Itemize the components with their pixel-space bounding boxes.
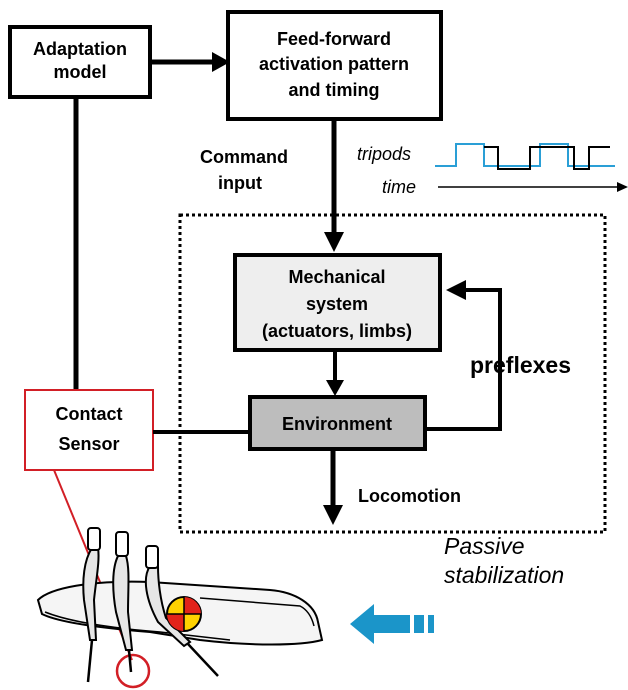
center-of-mass-icon bbox=[166, 596, 202, 632]
mechanical-label-3: (actuators, limbs) bbox=[262, 321, 412, 341]
robot-leg-2 bbox=[112, 531, 134, 673]
adaptation-label-2: model bbox=[53, 62, 106, 82]
preflexes-loop bbox=[425, 288, 502, 431]
contact-sensor-block: Contact Sensor bbox=[24, 389, 154, 471]
passive-label-2: stabilization bbox=[444, 562, 564, 588]
preflexes-label: preflexes bbox=[470, 352, 571, 378]
command-label-1: Command bbox=[200, 147, 288, 167]
passive-stabilization-frame bbox=[178, 213, 607, 534]
contact-label-1: Contact bbox=[56, 404, 123, 424]
robot-leg-1 bbox=[82, 527, 101, 683]
robot-leg-3 bbox=[144, 545, 219, 677]
passive-label-1: Passive bbox=[444, 533, 525, 559]
robot-illustration bbox=[36, 527, 324, 683]
feedforward-label-2: activation pattern bbox=[259, 54, 409, 74]
adaptation-model-block: Adaptation model bbox=[8, 25, 152, 99]
tripods-label: tripods bbox=[357, 144, 411, 164]
environment-label: Environment bbox=[282, 414, 392, 434]
tripod-wave-b bbox=[484, 146, 610, 170]
mechanical-label-1: Mechanical bbox=[288, 267, 385, 287]
locomotion-label: Locomotion bbox=[358, 486, 461, 506]
contact-label-2: Sensor bbox=[58, 434, 119, 454]
mechanical-system-block: Mechanical system (actuators, limbs) bbox=[233, 253, 442, 352]
command-label-2: input bbox=[218, 173, 262, 193]
feedforward-label-1: Feed-forward bbox=[277, 29, 391, 49]
motion-arrow-icon bbox=[350, 604, 434, 644]
adaptation-label-1: Adaptation bbox=[33, 39, 127, 59]
time-label: time bbox=[382, 177, 416, 197]
environment-block: Environment bbox=[248, 395, 427, 451]
mechanical-label-2: system bbox=[306, 294, 368, 314]
feedforward-block: Feed-forward activation pattern and timi… bbox=[226, 10, 443, 121]
feedforward-label-3: and timing bbox=[289, 80, 380, 100]
foot-contact-circle bbox=[115, 653, 151, 689]
tripod-wave-a bbox=[435, 143, 615, 167]
